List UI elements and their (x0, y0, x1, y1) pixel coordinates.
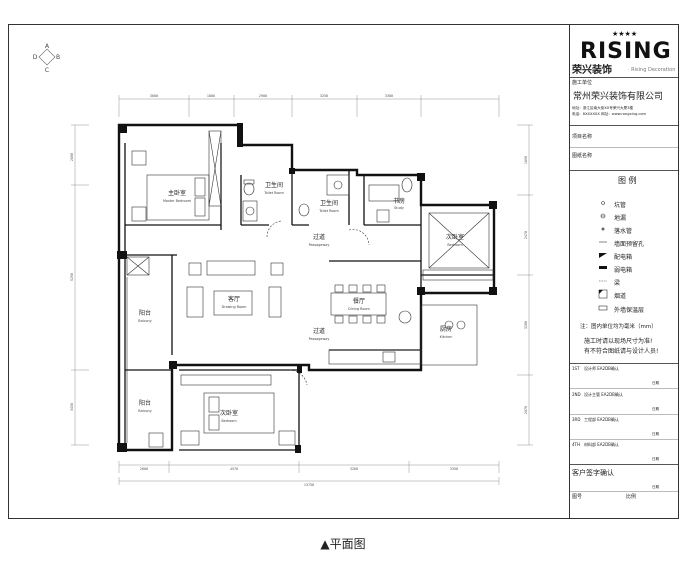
compass-d: D (33, 54, 38, 61)
legend-item: 坑管 (570, 197, 678, 210)
master-bedroom-furniture (131, 130, 222, 222)
site-note: 施工时请以现场尺寸为准! (584, 338, 653, 345)
compass-indicator: A B C D (33, 43, 60, 74)
dimension-lines (71, 95, 533, 485)
compass-c: C (45, 67, 49, 74)
svg-text:Dining Room: Dining Room (348, 307, 370, 311)
svg-text:Toilet Room: Toilet Room (318, 209, 339, 213)
svg-text:2470: 2470 (524, 231, 528, 239)
svg-text:Passageway: Passageway (309, 337, 330, 341)
svg-text:1690: 1690 (524, 156, 528, 164)
room-toilet-2: 卫生间 (320, 199, 338, 207)
room-toilet-1: 卫生间 (265, 181, 283, 189)
svg-text:Passageway: Passageway (309, 243, 330, 247)
drawing-no-label: 图号 (572, 494, 583, 500)
dimension-labels: 3600 1800 2900 3250 3300 2600 4570 3260 … (70, 94, 528, 487)
svg-text:★★★★: ★★★★ (612, 30, 637, 38)
brand-tagline: · Rising Decoration (628, 67, 676, 73)
stars-icon: ★★★★ (612, 30, 637, 38)
svg-text:3350: 3350 (450, 467, 458, 471)
walls (117, 123, 496, 452)
company-contact: 电话：8XXXXXX 网址：www.rongxing.com (572, 112, 647, 116)
svg-text:3200: 3200 (524, 321, 528, 329)
weak-box-icon (598, 264, 608, 272)
drawing-name-label: 图纸名称 (572, 153, 593, 159)
legend-item: 弱电箱 (570, 262, 678, 275)
svg-text:2900: 2900 (259, 94, 267, 98)
svg-text:Drawing Room: Drawing Room (222, 305, 248, 309)
room-master-bedroom: 主卧室 (168, 189, 186, 197)
svg-text:Study: Study (394, 206, 404, 210)
ratio-label: 比例 (626, 494, 637, 500)
legend-item: 梁 (570, 275, 678, 288)
room-living: 客厅 (228, 295, 240, 303)
svg-text:2600: 2600 (70, 153, 74, 161)
svg-text:Balcony: Balcony (138, 319, 151, 323)
brand-logo: RISING (580, 39, 672, 64)
distribution-box-icon (598, 251, 608, 259)
compass-b: B (56, 54, 60, 61)
project-name-label: 项目名称 (572, 134, 593, 140)
svg-text:13750: 13750 (304, 483, 314, 487)
company-address: 地址：浙江区南大街XX号荣兴大厦3楼 (572, 106, 634, 110)
figure-caption: ▲平面图 (320, 537, 366, 551)
legend-item: 配电箱 (570, 249, 678, 262)
room-balcony-top: 阳台 (139, 309, 151, 317)
brand-cn: 荣兴装饰 (572, 65, 612, 76)
legend-title: 图 例 (618, 176, 637, 185)
svg-text:Bedroom: Bedroom (447, 243, 463, 247)
room-dining: 餐厅 (353, 297, 365, 305)
floor-plan: A B C D 3600 1800 2900 3250 3300 260 (33, 43, 533, 487)
legend-item: 墙面预留孔 (570, 236, 678, 249)
svg-text:3600: 3600 (150, 94, 158, 98)
svg-text:Bedroom: Bedroom (221, 419, 237, 423)
insulation-layer-icon (598, 304, 608, 312)
svg-text:1800: 1800 (207, 94, 215, 98)
living-furniture (186, 260, 284, 318)
second-bedroom-furniture (180, 369, 308, 446)
floor-drain-icon (598, 212, 608, 220)
svg-text:3250: 3250 (320, 94, 328, 98)
drawing-sheet: A B C D 3600 1800 2900 3250 3300 260 (8, 24, 679, 519)
svg-text:Kitchen: Kitchen (440, 335, 453, 339)
company-name: 常州荣兴装饰有限公司 (573, 92, 664, 102)
legend-item: 烟道 (570, 288, 678, 301)
svg-text:5290: 5290 (70, 273, 74, 281)
svg-text:2070: 2070 (524, 406, 528, 414)
room-passageway-mid: 过道 (313, 327, 325, 335)
legend-item: 落水管 (570, 223, 678, 236)
svg-text:3300: 3300 (385, 94, 393, 98)
room-second-bedroom-bottom: 次卧室 (220, 409, 238, 417)
svg-text:Toilet Room: Toilet Room (263, 191, 284, 195)
svg-text:3450: 3450 (70, 403, 74, 411)
legend-item: 地漏 (570, 210, 678, 223)
flue-icon (598, 289, 608, 299)
compass-a: A (45, 43, 50, 50)
room-labels: 主卧室 Master Bedroom 卫生间 Toilet Room 卫生间 T… (138, 181, 464, 423)
room-study: 书房 (393, 197, 405, 205)
legend-item: 外墙保温层 (570, 302, 678, 315)
room-second-bedroom-right: 次卧室 (446, 233, 464, 241)
drain-pipe-icon (598, 225, 608, 233)
beam-icon (598, 277, 608, 285)
svg-text:4570: 4570 (230, 467, 238, 471)
svg-text:Balcony: Balcony (138, 409, 151, 413)
client-confirm-label: 客户签字确认 (572, 469, 614, 477)
contact-note: 有不符合图纸请与设计人员! (584, 348, 659, 355)
outlet-icon (598, 199, 608, 207)
construction-unit-label: 施工单位 (572, 80, 593, 86)
unit-note: 注：图内单位均为毫米（mm） (580, 324, 657, 330)
wall-reserved-hole-icon (598, 238, 608, 246)
svg-text:2600: 2600 (140, 467, 148, 471)
title-block: RISING ★★★★ 荣兴装饰 · Rising Decoration 施工单… (569, 25, 678, 518)
room-kitchen: 厨房 (440, 325, 452, 333)
svg-text:3260: 3260 (350, 467, 358, 471)
room-passageway-top: 过道 (313, 233, 325, 241)
room-balcony-bottom: 阳台 (139, 399, 151, 407)
svg-text:Master Bedroom: Master Bedroom (163, 199, 192, 203)
